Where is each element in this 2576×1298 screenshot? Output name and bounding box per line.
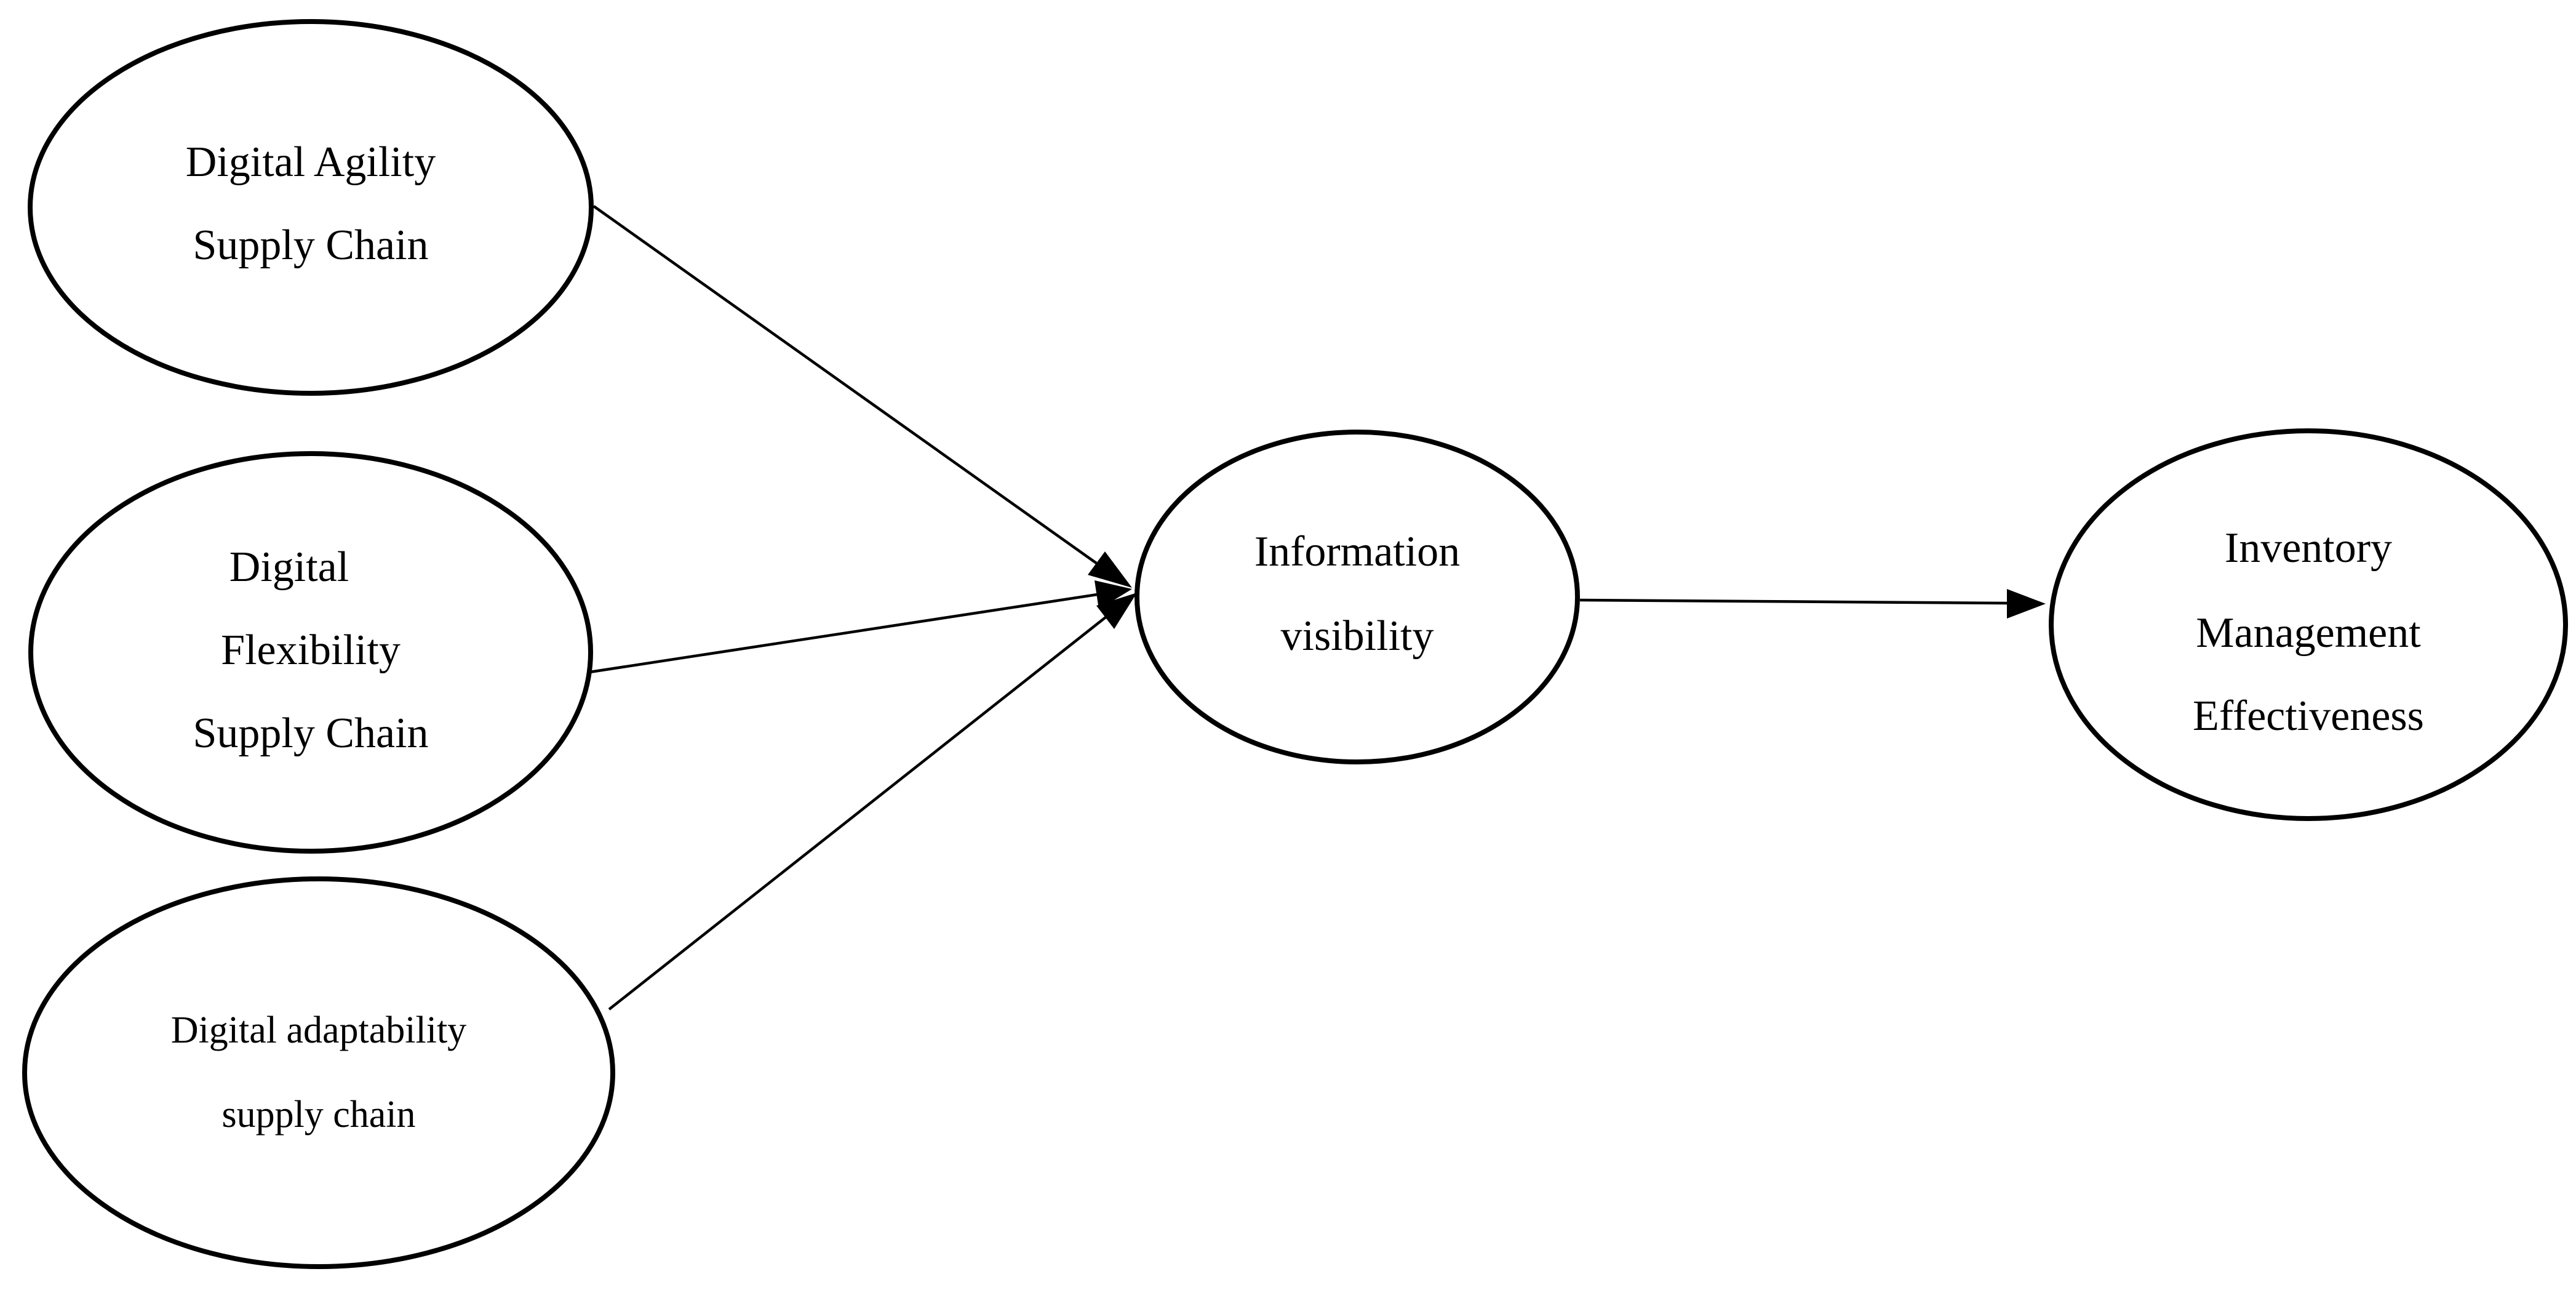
edge-agility-to-visibility — [592, 205, 1098, 564]
node-label: Information — [1254, 528, 1460, 575]
node-label: Flexibility — [221, 627, 401, 674]
arrowhead-visibility-to-inventory — [2007, 589, 2046, 619]
node-label: Management — [2196, 609, 2421, 657]
node-ellipse — [28, 19, 594, 396]
node-ellipse — [28, 451, 593, 854]
edge-flexibility-to-visibility — [585, 593, 1098, 675]
node-ellipse — [1134, 430, 1580, 764]
node-label: visibility — [1281, 612, 1434, 660]
arrowhead-adaptability-to-visibility — [1096, 593, 1137, 629]
edges — [585, 205, 2046, 1011]
edge-adaptability-to-visibility — [608, 616, 1107, 1011]
node-digital-adaptability-supply-chain: Digital adaptability supply chain — [22, 876, 615, 1269]
arrowhead-flexibility-to-visibility — [1095, 580, 1132, 609]
node-digital-agility-supply-chain: Digital Agility Supply Chain — [28, 19, 594, 396]
node-label: Supply Chain — [193, 710, 428, 757]
node-label: Effectiveness — [2193, 692, 2424, 740]
arrowhead-agility-to-visibility — [1088, 551, 1132, 588]
node-label: Digital — [229, 543, 349, 591]
node-label: Supply Chain — [193, 222, 428, 269]
node-label: Digital Agility — [186, 138, 436, 186]
node-information-visibility: Information visibility — [1134, 430, 1580, 764]
node-ellipse — [2049, 428, 2568, 821]
node-label: Digital adaptability — [171, 1009, 466, 1051]
node-label: Inventory — [2225, 524, 2392, 572]
node-ellipse — [22, 876, 615, 1269]
node-inventory-management-effectiveness: Inventory Management Effectiveness — [2049, 428, 2568, 821]
edge-visibility-to-inventory — [1579, 598, 2008, 605]
node-label: supply chain — [221, 1094, 415, 1136]
node-digital-flexibility-supply-chain: Digital Flexibility Supply Chain — [28, 451, 593, 854]
